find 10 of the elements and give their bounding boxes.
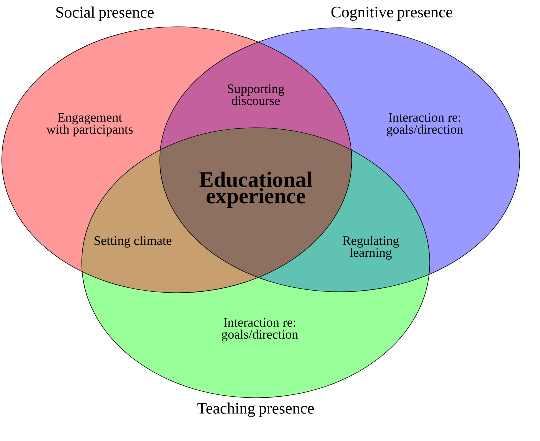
presence-title: Cognitive presence [332,7,452,21]
center-label: Educational experience [200,172,312,208]
region-label: Interaction re: goals/direction [222,318,298,342]
presence-title: Social presence [56,6,154,22]
presence-title: Teaching presence [198,402,314,418]
overlap-label: Setting climate [94,236,172,248]
region-label: Engagement with participants [46,113,133,137]
region-label: Interaction re: goals/direction [387,113,464,137]
overlap-label: Supporting discourse [228,84,285,106]
overlap-label: Regulating learning [342,236,400,260]
